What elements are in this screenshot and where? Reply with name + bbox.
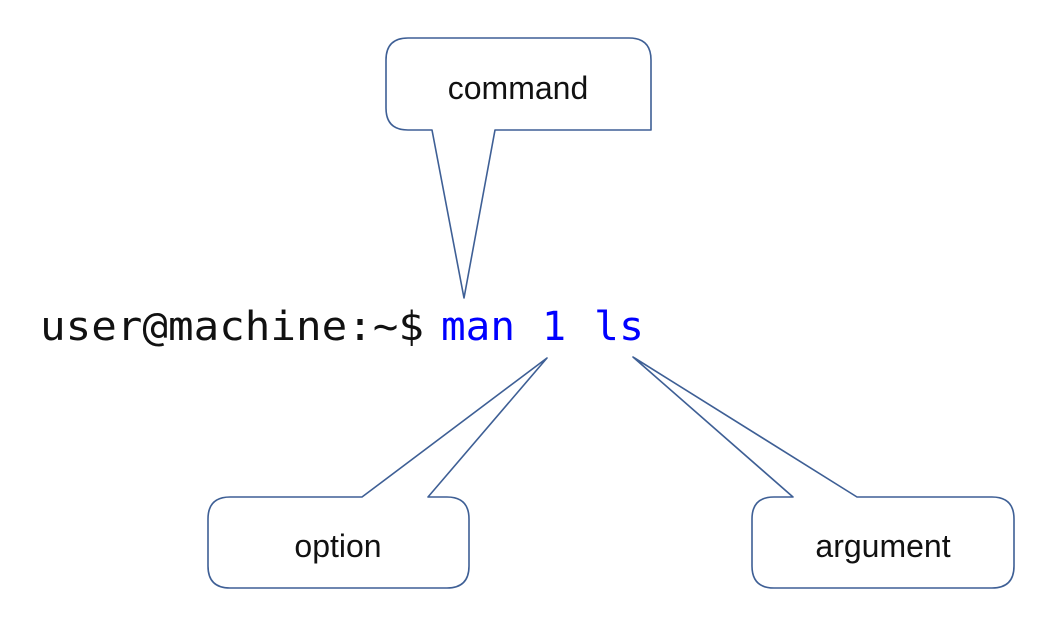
callout-argument-label: argument bbox=[815, 528, 950, 564]
command-token: man bbox=[441, 304, 515, 350]
option-token: 1 bbox=[542, 304, 566, 350]
callout-option: option bbox=[207, 357, 548, 589]
callout-option-bubble bbox=[207, 357, 548, 589]
callout-option-label: option bbox=[294, 528, 381, 564]
callout-command: command bbox=[385, 37, 652, 299]
terminal-line: user@machine:~$ man 1 ls bbox=[40, 304, 644, 350]
callout-command-label: command bbox=[448, 70, 589, 106]
callout-argument: argument bbox=[632, 356, 1015, 589]
argument-token: ls bbox=[594, 304, 644, 350]
shell-prompt: user@machine:~$ bbox=[40, 304, 424, 350]
callout-argument-bubble bbox=[632, 356, 1015, 589]
callout-command-bubble bbox=[385, 37, 652, 299]
